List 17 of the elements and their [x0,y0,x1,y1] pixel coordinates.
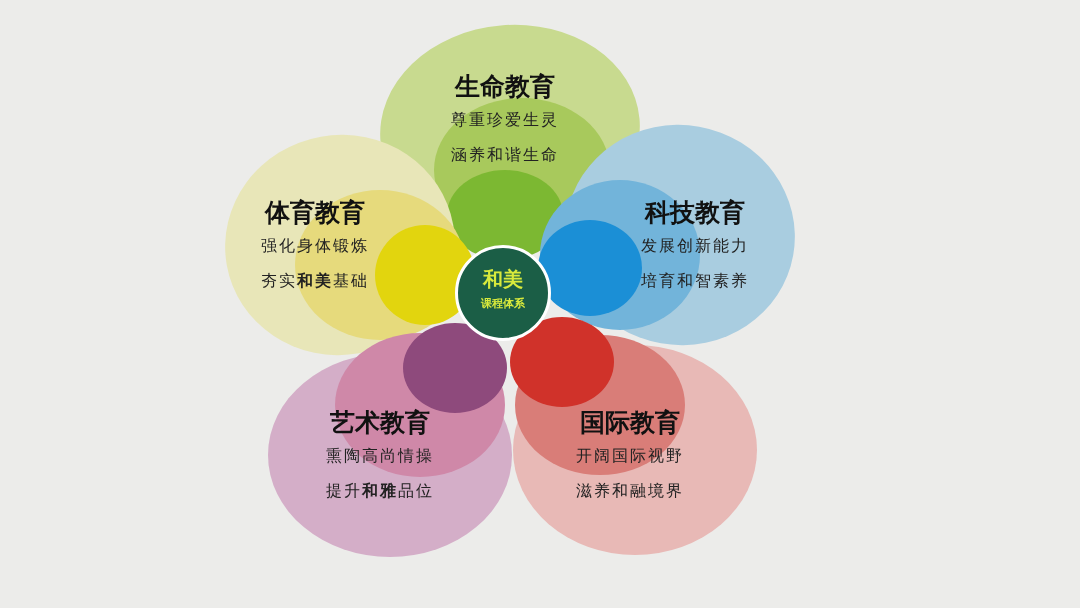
petal-text: 强化身体锻炼 [261,236,369,257]
petal-text: 夯实和美基础 [261,271,369,292]
center-subtitle: 课程体系 [481,296,525,311]
petal-title: 体育教育 [265,197,365,229]
petal-title: 国际教育 [580,407,680,439]
petal-text: 培育和智素养 [641,271,749,292]
petal-title: 艺术教育 [330,407,430,439]
petal-text: 发展创新能力 [641,236,749,257]
petal-title: 生命教育 [455,71,555,103]
petal-text: 开阔国际视野 [576,446,684,467]
petal-text: 涵养和谐生命 [451,145,559,166]
petal-text: 提升和雅品位 [326,481,434,502]
petal-text: 熏陶高尚情操 [326,446,434,467]
petal-text: 尊重珍爱生灵 [451,110,559,131]
petal-title: 科技教育 [645,197,745,229]
center-title: 和美 [483,266,523,293]
petal-text: 滋养和融境界 [576,481,684,502]
